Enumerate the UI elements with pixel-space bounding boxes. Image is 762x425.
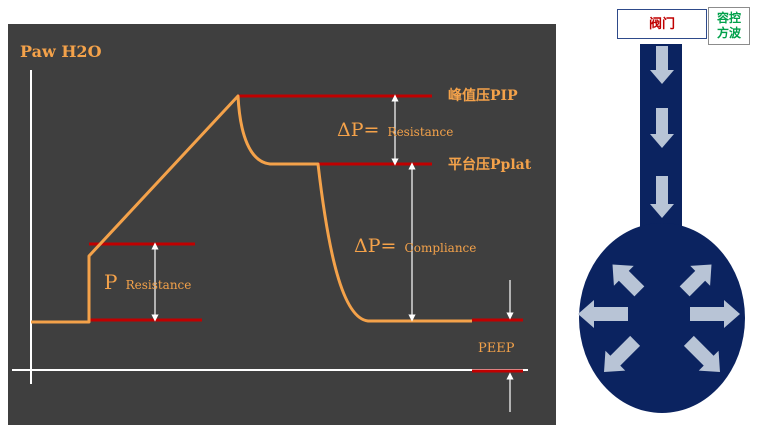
delta-resistance-prefix: ΔP=: [337, 119, 379, 141]
mode-label-line2: 方波: [716, 26, 741, 40]
pressure-curve: [31, 94, 472, 324]
flow-down-arrow: [650, 108, 674, 148]
valve-label: 阀门: [648, 16, 675, 32]
expansion-arrow-left: [578, 300, 628, 328]
pip-label: 峰值压PIP: [448, 87, 518, 104]
y-axis-label: Paw H2O: [20, 42, 102, 61]
waveform-panel: [8, 24, 556, 425]
flow-down-arrow: [650, 176, 674, 218]
expansion-arrows: [578, 264, 740, 372]
expansion-arrow-down-left: [604, 335, 641, 372]
lung-model: [578, 44, 745, 413]
mode-label-line1: 容控: [716, 11, 741, 25]
delta-compliance-prefix: ΔP=: [354, 235, 396, 257]
flow-arrows: [650, 46, 674, 218]
p-resistance-prefix: P: [104, 270, 117, 294]
flow-down-arrow: [650, 46, 674, 84]
expansion-arrow-down-right: [683, 335, 720, 372]
expansion-arrow-up-left: [612, 264, 645, 297]
expansion-arrow-up-right: [679, 264, 712, 297]
peep-label: PEEP: [478, 341, 515, 356]
delta-resistance-word: Resistance: [388, 125, 454, 139]
p-resistance-label: P Resistance: [104, 270, 191, 294]
delta-compliance-word: Compliance: [405, 241, 477, 255]
delta-resistance-label: ΔP= Resistance: [337, 119, 453, 141]
valve-label-box: 阀门: [617, 9, 707, 39]
pplat-label: 平台压Pplat: [448, 156, 532, 173]
mode-label-box: 容控 方波: [708, 7, 750, 45]
p-resistance-word: Resistance: [126, 278, 192, 292]
expansion-arrow-right: [690, 300, 740, 328]
delta-compliance-label: ΔP= Compliance: [354, 235, 476, 257]
